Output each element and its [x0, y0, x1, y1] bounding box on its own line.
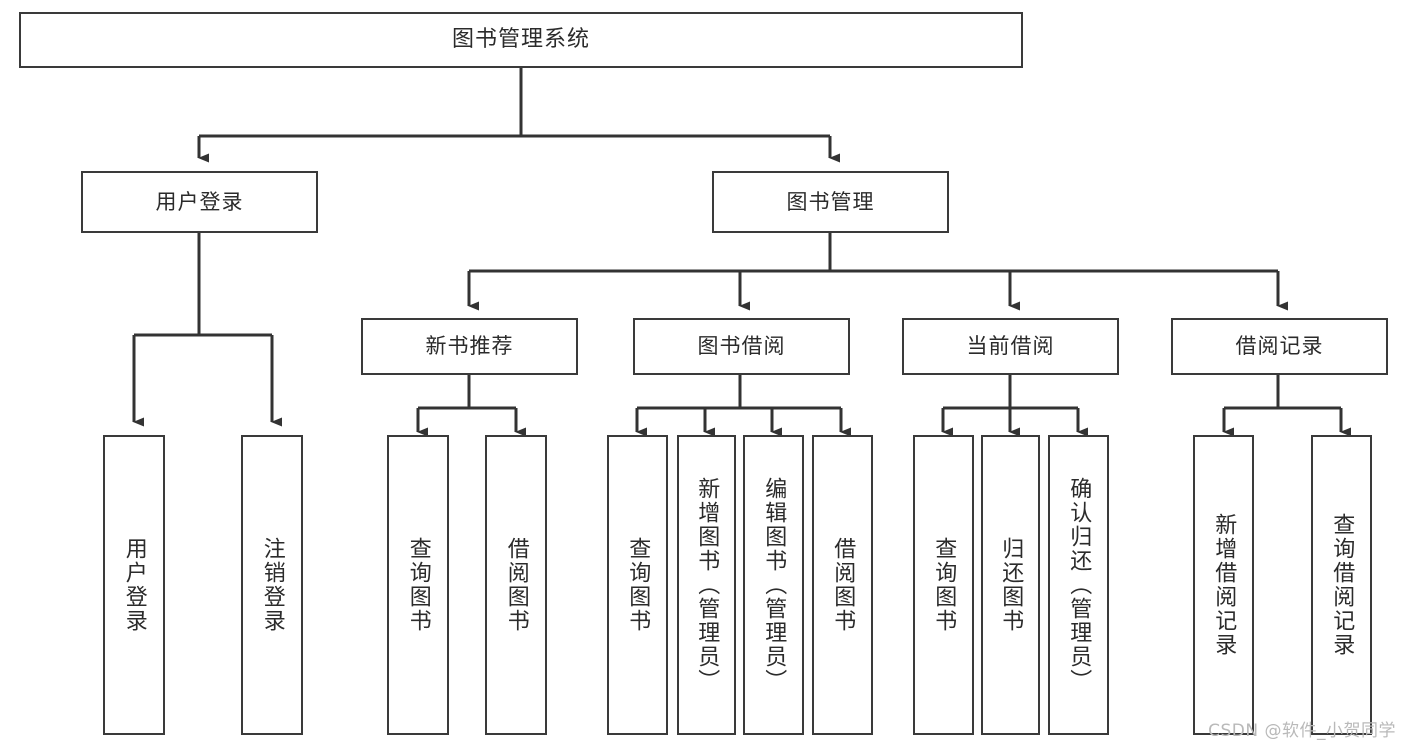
node-label: 借阅图书: [503, 537, 529, 633]
node-label: 查询借阅记录: [1329, 513, 1355, 657]
leaf-book-borrow-add-book-admin[interactable]: 新增图书（管理员）: [677, 435, 736, 735]
node-new-book-recommend[interactable]: 新书推荐: [361, 318, 578, 375]
leaf-new-book-borrow-book[interactable]: 借阅图书: [485, 435, 547, 735]
node-label: 注销登录: [259, 537, 285, 633]
node-label: 查询图书: [931, 537, 957, 633]
node-book-management[interactable]: 图书管理: [712, 171, 949, 233]
leaf-book-borrow-edit-book-admin[interactable]: 编辑图书（管理员）: [743, 435, 804, 735]
leaf-current-borrow-return-book[interactable]: 归还图书: [981, 435, 1040, 735]
node-label: 确认归还（管理员）: [1066, 477, 1092, 693]
node-label: 查询图书: [405, 537, 431, 633]
node-book-borrow[interactable]: 图书借阅: [633, 318, 850, 375]
node-label: 新增图书（管理员）: [694, 477, 720, 693]
node-label: 新书推荐: [425, 334, 514, 359]
leaf-book-borrow-query-book[interactable]: 查询图书: [607, 435, 668, 735]
node-label: 图书借阅: [697, 334, 786, 359]
node-label: 编辑图书（管理员）: [761, 477, 787, 693]
node-label: 查询图书: [625, 537, 651, 633]
node-label: 图书管理系统: [451, 27, 590, 53]
leaf-book-borrow-borrow-book[interactable]: 借阅图书: [812, 435, 873, 735]
node-label: 新增借阅记录: [1211, 513, 1237, 657]
leaf-current-borrow-query-book[interactable]: 查询图书: [913, 435, 974, 735]
leaf-user-login-logout[interactable]: 注销登录: [241, 435, 303, 735]
node-label: 图书管理: [786, 189, 875, 214]
leaf-current-borrow-confirm-return-admin[interactable]: 确认归还（管理员）: [1048, 435, 1109, 735]
node-label: 借阅图书: [830, 537, 856, 633]
node-label: 用户登录: [121, 537, 147, 633]
node-user-login[interactable]: 用户登录: [81, 171, 318, 233]
node-current-borrow[interactable]: 当前借阅: [902, 318, 1119, 375]
node-label: 归还图书: [998, 537, 1024, 633]
node-label: 用户登录: [155, 189, 244, 214]
csdn-watermark: CSDN @软件_小贺同学: [1208, 721, 1396, 741]
leaf-borrow-record-query-record[interactable]: 查询借阅记录: [1311, 435, 1372, 735]
leaf-borrow-record-add-record[interactable]: 新增借阅记录: [1193, 435, 1254, 735]
node-label: 当前借阅: [966, 334, 1055, 359]
node-borrow-record[interactable]: 借阅记录: [1171, 318, 1388, 375]
node-label: 借阅记录: [1235, 334, 1324, 359]
node-root-book-management-system[interactable]: 图书管理系统: [19, 12, 1023, 68]
leaf-user-login-login[interactable]: 用户登录: [103, 435, 165, 735]
leaf-new-book-query-book[interactable]: 查询图书: [387, 435, 449, 735]
